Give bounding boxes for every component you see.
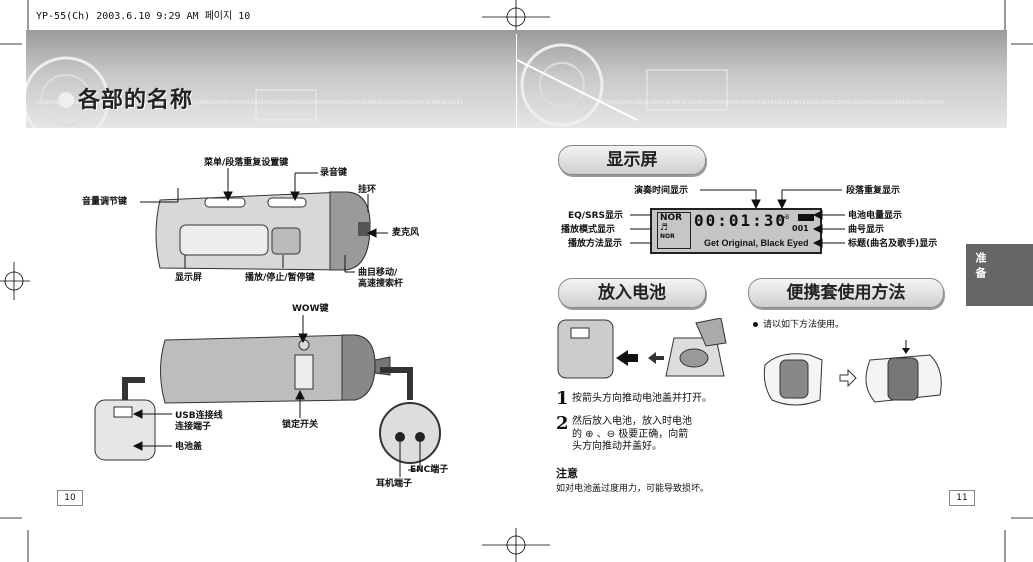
- side-tab-text: 准 备: [974, 252, 987, 278]
- lcd-track: 001: [792, 224, 809, 233]
- step-1-number: 1: [556, 388, 569, 409]
- menu-key-label: 菜单/段落重复设置键: [204, 158, 289, 168]
- right-page-number: 11: [949, 490, 975, 506]
- enc-label: ENC端子: [410, 465, 449, 475]
- lcd-play-mode-icon: ♬: [660, 223, 669, 233]
- player-body-leaders: [132, 315, 421, 477]
- play-method-label: 播放方法显示: [568, 239, 623, 249]
- display-label: 显示屏: [175, 273, 203, 283]
- play-mode-label: 播放模式显示: [561, 225, 616, 235]
- wow-key-label: WOW键: [292, 304, 329, 314]
- battery-section-title: 放入电池: [558, 278, 706, 308]
- player-top-leaders: [140, 168, 388, 273]
- note-text: 如对电池盖过度用力，可能导致损坏。: [556, 484, 710, 494]
- strap-label: 挂环: [358, 185, 377, 195]
- lock-switch-label: 锁定开关: [282, 420, 319, 430]
- volume-key-label: 音量调节键: [82, 197, 128, 207]
- play-time-label: 演奏时间显示: [634, 186, 689, 196]
- mic-label: 麦克风: [392, 228, 420, 238]
- side-tab: 准 备: [966, 244, 1033, 306]
- disc-graphic: [26, 56, 317, 128]
- battery-illustration: [557, 318, 727, 379]
- earphone-label: 耳机端子: [376, 479, 413, 489]
- lcd-repeat-ab: A↔B: [776, 214, 790, 221]
- battery-icon: [798, 214, 814, 221]
- usb-label: USB连接线 连接端子: [175, 411, 223, 433]
- print-header: YP-55(Ch) 2003.6.10 9:29 AM 페이지 10: [36, 11, 251, 22]
- title-info-label: 标题(曲名及歌手)显示: [848, 239, 938, 249]
- battery-cover-label: 电池盖: [175, 442, 203, 452]
- lcd-song-title: Get Original, Black Eyed: [704, 238, 809, 248]
- disc-graphic-right: [517, 43, 728, 127]
- step-1-text: 按箭头方向推动电池盖并打开。: [572, 393, 712, 404]
- lcd-leaders: [630, 189, 845, 248]
- lcd-play-method: NOR: [660, 233, 675, 240]
- track-move-label: 曲目移动/ 高速搜索杆: [358, 268, 404, 290]
- display-section-title: 显示屏: [558, 145, 706, 175]
- bullet-dot: [753, 322, 758, 327]
- step-2-text: 然后放入电池，放入时电池 的 ⊕ 、⊖ 极要正确，向箭 头方向推动并盖好。: [572, 416, 692, 452]
- lcd-eq-mode: NOR: [660, 213, 683, 223]
- record-key-label: 录音键: [320, 168, 348, 178]
- case-illustration: [763, 340, 942, 406]
- case-section-title: 便携套使用方法: [748, 278, 944, 308]
- note-title: 注意: [556, 467, 578, 480]
- page-title: 各部的名称: [78, 88, 194, 113]
- left-banner: 1010100101101010010101010100101010100101…: [26, 30, 516, 128]
- lcd-time: 00:01:30: [694, 211, 788, 230]
- lcd-display: NOR ♬ NOR 00:01:30 A↔B 001 Get Original,…: [650, 208, 822, 254]
- repeat-label: 段落重复显示: [846, 186, 901, 196]
- step-2-number: 2: [556, 413, 569, 434]
- track-number-label: 曲号显示: [848, 225, 885, 235]
- player-top-view: [155, 191, 371, 271]
- battery-level-label: 电池电量显示: [848, 211, 903, 221]
- case-instruction: 请以如下方法使用。: [763, 320, 845, 330]
- eq-label: EQ/SRS显示: [568, 211, 623, 221]
- left-page-number: 10: [57, 490, 83, 506]
- right-banner: 1010010101010010100101010010101001010101…: [517, 30, 1007, 128]
- play-key-label: 播放/停止/暂停键: [245, 273, 315, 283]
